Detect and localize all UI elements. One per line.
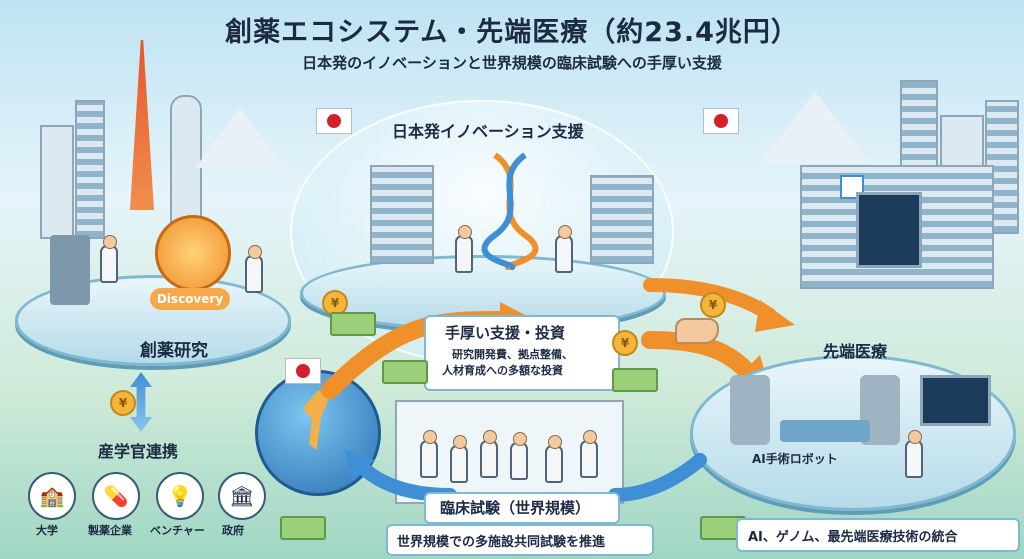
researcher-figure [245, 245, 263, 293]
government-icon: 🏛 [218, 472, 266, 520]
clinician-figure [545, 435, 563, 483]
university-icon: 🏫 [28, 472, 76, 520]
coin-icon: ¥ [110, 390, 136, 416]
microscope-icon [50, 235, 90, 305]
page-title: 創薬エコシステム・先端医療（約23.4兆円） [225, 17, 799, 48]
clinical-caption: 世界規模での多施設共同試験を推進 [397, 535, 606, 550]
lab-building [370, 165, 434, 264]
skyline-building [40, 125, 74, 239]
robot-arm-icon [730, 375, 770, 445]
lab-building [590, 175, 654, 264]
drug-research-label: 創薬研究 [140, 341, 208, 361]
collab-label-pharma: 製薬企業 [88, 524, 132, 537]
collaboration-label: 産学官連携 [98, 442, 179, 461]
pill-icon: 💊 [92, 472, 140, 520]
collab-label-university: 大学 [36, 524, 58, 537]
support-desc-line2: 人材育成への多額な投資 [442, 364, 563, 377]
genome-monitor [920, 375, 991, 426]
surgical-table [780, 420, 870, 442]
lightbulb-icon: 💡 [156, 472, 204, 520]
bidirectional-arrow-icon [130, 372, 152, 432]
lung-scan-monitor [856, 192, 922, 268]
skyline-building [75, 100, 105, 239]
cash-icon [382, 360, 428, 384]
integration-caption-box [736, 518, 1020, 552]
dna-helix-icon [481, 152, 539, 270]
support-label: 手厚い支援・投資 [445, 324, 566, 342]
clinical-caption-box [386, 524, 654, 556]
japan-flag-icon [316, 108, 352, 134]
doctor-figure [905, 430, 923, 478]
clinician-figure [510, 432, 528, 480]
cash-icon [330, 312, 376, 336]
collab-label-government: 政府 [222, 524, 244, 537]
coin-icon: ¥ [700, 292, 726, 318]
researcher-figure [455, 225, 473, 273]
innovation-dome-label: 日本発イノベーション支援 [392, 122, 584, 141]
japan-flag-icon [285, 358, 321, 384]
ai-robot-label: AI手術ロボット [752, 452, 838, 466]
cash-icon [612, 368, 658, 392]
clinician-figure [480, 430, 498, 478]
return-arrow [608, 453, 707, 502]
japan-flag-icon [703, 108, 739, 134]
collab-label-venture: ベンチャー [150, 524, 205, 537]
support-box [424, 315, 620, 391]
coin-icon: ¥ [612, 330, 638, 356]
integration-caption: AI、ゲノム、最先端医療技術の統合 [748, 530, 958, 545]
discovery-orb-icon [155, 215, 231, 291]
advanced-medicine-label: 先端医療 [823, 342, 888, 361]
cash-icon [280, 516, 326, 540]
support-desc-line1: 研究開発費、拠点整備、 [452, 348, 573, 361]
open-hand-icon [675, 318, 719, 344]
clinical-trial-label: 臨床試験（世界規模） [440, 499, 591, 517]
page-subtitle: 日本発のイノベーションと世界規模の臨床試験への手厚い支援 [302, 54, 722, 72]
clinician-figure [580, 430, 598, 478]
clinician-figure [450, 435, 468, 483]
researcher-figure [555, 225, 573, 273]
clinician-figure [420, 430, 438, 478]
clinical-label-box [424, 492, 620, 524]
discovery-badge: Discovery [150, 288, 230, 310]
researcher-figure [100, 235, 118, 283]
